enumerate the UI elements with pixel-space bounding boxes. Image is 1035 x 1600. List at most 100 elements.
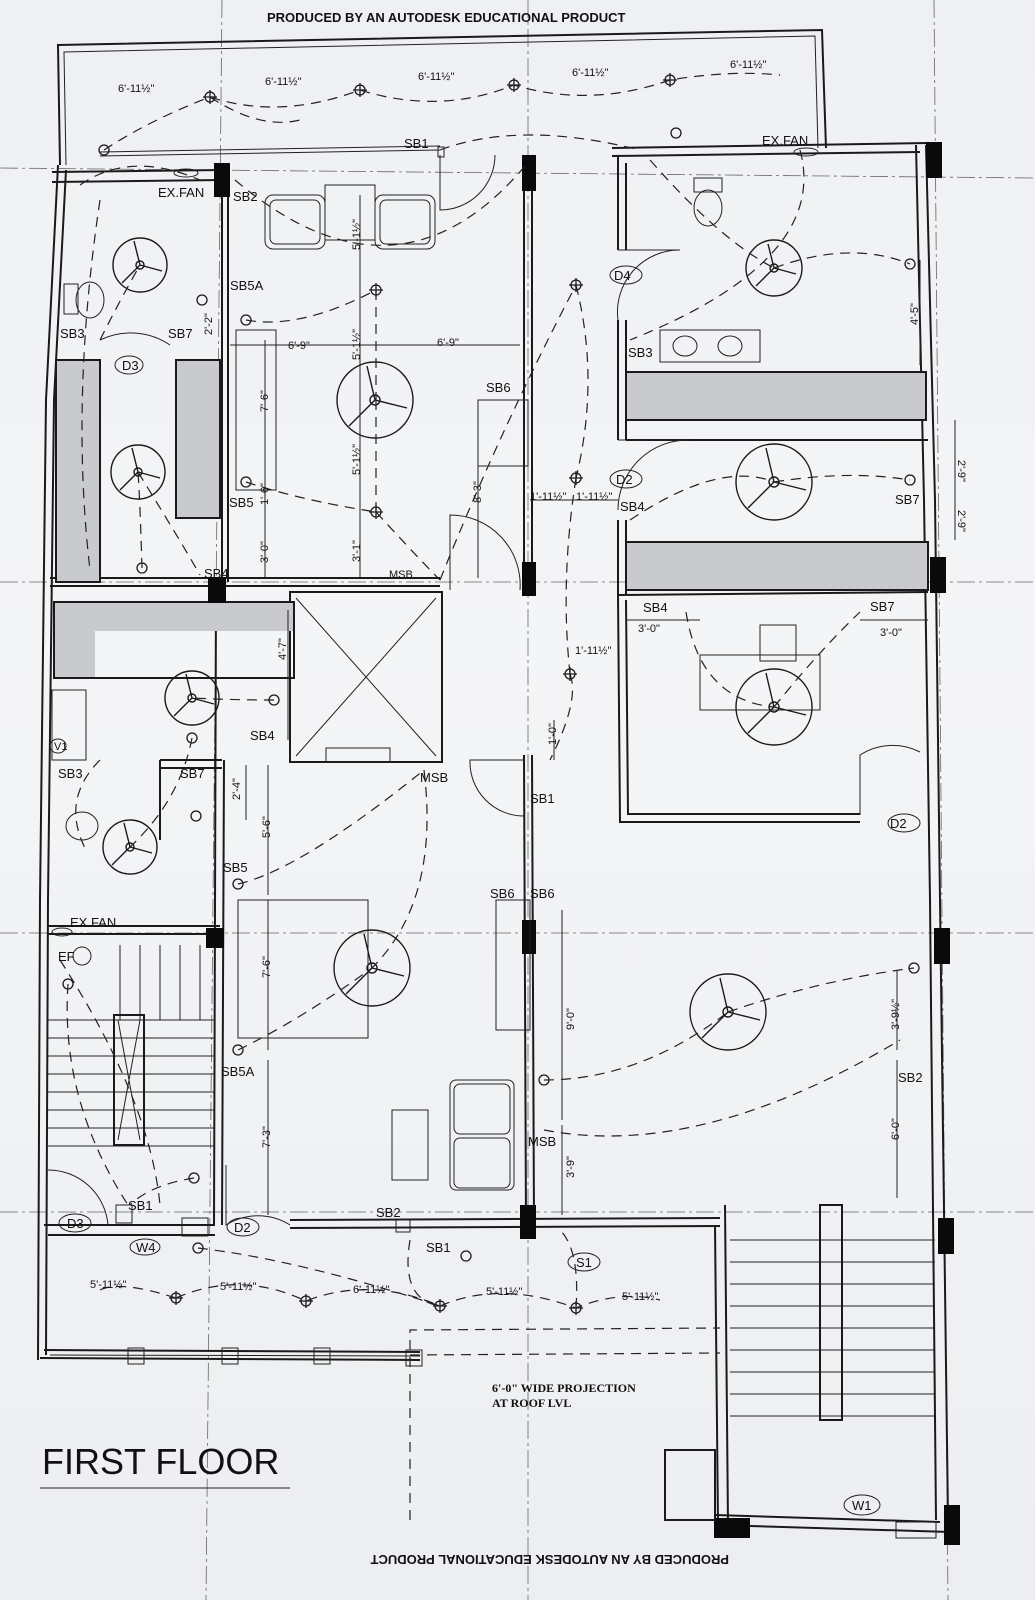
svg-text:2'-4": 2'-4": [231, 778, 243, 800]
svg-text:5'-1½": 5'-1½": [351, 444, 363, 475]
svg-text:1'-11½": 1'-11½": [575, 645, 611, 657]
fan-icon: [735, 443, 813, 521]
svg-text:6'-9": 6'-9": [288, 340, 310, 352]
label: SB5: [229, 495, 254, 510]
svg-text:7'-6": 7'-6": [259, 390, 271, 412]
label: SB2: [898, 1070, 923, 1085]
svg-text:5'-11½": 5'-11½": [90, 1279, 126, 1291]
label: MSB: [420, 770, 448, 785]
exhaust-fans: [51, 147, 819, 966]
label: SB7: [895, 492, 920, 507]
svg-text:4'-7": 4'-7": [277, 638, 289, 660]
fan-icon: [745, 239, 803, 297]
label: SB2: [233, 189, 258, 204]
fan-icon: [735, 668, 813, 746]
label: EX.FAN: [762, 133, 808, 148]
wiring: [59, 72, 915, 1309]
svg-text:6'-11½": 6'-11½": [353, 1284, 389, 1296]
svg-text:7'-3": 7'-3": [261, 1126, 273, 1148]
svg-text:5'-1½": 5'-1½": [351, 219, 363, 250]
label: W4: [136, 1240, 156, 1255]
label: SB4: [250, 728, 275, 743]
svg-text:2'-2": 2'-2": [203, 313, 215, 335]
interior-walls: [44, 155, 929, 1236]
label: D2: [616, 472, 633, 487]
label: W1: [852, 1498, 872, 1513]
label: SB7: [168, 326, 193, 341]
svg-text:3'-0": 3'-0": [638, 623, 660, 635]
svg-text:6'-11½": 6'-11½": [730, 59, 766, 71]
doors: [47, 146, 921, 1226]
hatched-areas: [55, 361, 927, 677]
label: S1: [576, 1255, 592, 1270]
svg-text:1'-0": 1'-0": [547, 723, 559, 745]
svg-text:8'-3": 8'-3": [472, 481, 484, 503]
projection-note-2: AT ROOF LVL: [492, 1396, 571, 1410]
label: SB6: [530, 886, 555, 901]
svg-text:2'-9": 2'-9": [955, 510, 967, 532]
projection-note-1: 6'-0" WIDE PROJECTION: [492, 1381, 636, 1395]
roof-projection: [409, 1327, 721, 1520]
svg-text:1'-6": 1'-6": [259, 483, 271, 505]
label: SB6: [486, 380, 511, 395]
svg-text:1'-11½": 1'-11½": [530, 491, 566, 503]
label: SB7: [870, 599, 895, 614]
label: MSB: [389, 569, 413, 581]
svg-text:6'-11½": 6'-11½": [118, 83, 154, 95]
svg-text:3'-9½": 3'-9½": [890, 999, 902, 1030]
svg-text:5'-11½": 5'-11½": [622, 1291, 658, 1303]
label: D4: [614, 268, 631, 283]
label: SB5A: [230, 278, 264, 293]
columns: [206, 142, 960, 1545]
windows: [115, 1204, 937, 1539]
switchboard-labels: SB1 EX.FAN EX.FAN SB2 SB5A SB3 SB7 D3 SB…: [49, 133, 923, 1516]
svg-text:5'-6": 5'-6": [261, 816, 273, 838]
exterior-walls: [37, 142, 951, 1533]
label: SB4: [643, 600, 668, 615]
footer-stamp: PRODUCED BY AN AUTODESK EDUCATIONAL PROD…: [370, 1552, 729, 1567]
top-balcony: [56, 28, 827, 166]
label: SB1: [404, 136, 429, 151]
label: SB4: [204, 566, 229, 581]
label: EX.FAN: [70, 915, 116, 930]
svg-text:5'-1½": 5'-1½": [351, 329, 363, 360]
svg-text:5'-11½": 5'-11½": [486, 1286, 522, 1298]
label: SB5A: [221, 1064, 255, 1079]
exhaust-fan-icon: [51, 927, 73, 937]
label: D2: [890, 816, 907, 831]
svg-text:9'-0": 9'-0": [565, 1008, 577, 1030]
label: SB6: [490, 886, 515, 901]
svg-text:2'-9": 2'-9": [955, 460, 967, 482]
exhaust-fan-icon: [793, 147, 819, 157]
svg-text:3'-0": 3'-0": [880, 627, 902, 639]
svg-text:4'-5": 4'-5": [909, 303, 921, 325]
fan-icon: [333, 929, 411, 1007]
fixtures: [63, 177, 821, 1191]
label: EX.FAN: [158, 185, 204, 200]
dimension-labels: 6'-11½" 6'-11½" 6'-11½" 6'-11½" 6'-11½" …: [90, 59, 967, 1303]
label: MSB: [528, 1134, 556, 1149]
ceiling-fans: [102, 237, 813, 1051]
fan-icon: [336, 361, 414, 439]
fan-icon: [164, 670, 220, 726]
label: SB3: [628, 345, 653, 360]
light-point-icon: [299, 1294, 313, 1308]
label: SB3: [60, 326, 85, 341]
label: SB1: [128, 1198, 153, 1213]
header-stamp: PRODUCED BY AN AUTODESK EDUCATIONAL PROD…: [267, 10, 626, 25]
label: SB4: [620, 499, 645, 514]
label: D2: [234, 1220, 251, 1235]
svg-text:7'-6": 7'-6": [261, 956, 273, 978]
label: SB1: [426, 1240, 451, 1255]
svg-text:6'-9": 6'-9": [437, 337, 459, 349]
svg-text:6'-11½": 6'-11½": [418, 71, 454, 83]
svg-text:1'-11½": 1'-11½": [576, 491, 612, 503]
light-point-icon: [433, 1299, 447, 1313]
svg-text:6'-11½": 6'-11½": [572, 67, 608, 79]
drawing-title: FIRST FLOOR: [42, 1441, 279, 1482]
svg-text:6'-0": 6'-0": [890, 1118, 902, 1140]
dimension-lines: [230, 195, 956, 1215]
fan-icon: [102, 819, 158, 875]
